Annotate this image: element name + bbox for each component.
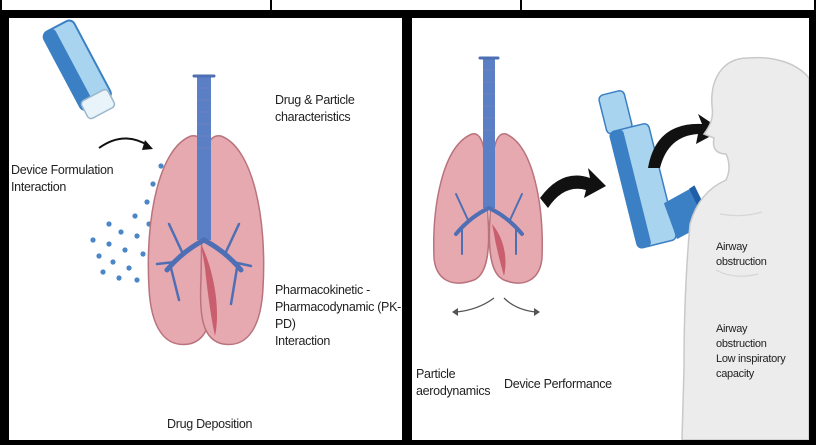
drug-deposition-panel: Device Formulation Interaction Drug & Pa… bbox=[9, 18, 402, 440]
black-arrow-icon bbox=[540, 168, 606, 208]
airway-obstruction-label: Airway obstruction bbox=[716, 240, 767, 270]
curved-arrow-icon bbox=[99, 138, 149, 148]
pkpd-interaction-label: Pharmacokinetic - Pharmacodynamic (PK-PD… bbox=[275, 282, 402, 350]
border-tick bbox=[0, 0, 2, 10]
device-performance-panel: Particle aerodynamics Device Performance… bbox=[412, 18, 809, 440]
left-panel-illustration bbox=[9, 18, 402, 440]
drug-particle-label: Drug & Particle characteristics bbox=[275, 92, 355, 126]
border-tick bbox=[270, 0, 272, 10]
airflow-right-arrow-icon bbox=[504, 298, 536, 312]
airflow-left-arrow-icon bbox=[456, 298, 494, 312]
device-formulation-label: Device Formulation Interaction bbox=[11, 162, 113, 196]
drug-deposition-label: Drug Deposition bbox=[167, 416, 252, 433]
border-tick bbox=[520, 0, 522, 10]
airway-obstruction-low-capacity-label: Airway obstruction Low inspiratory capac… bbox=[716, 322, 785, 382]
inhaler-icon bbox=[42, 18, 118, 120]
device-performance-label: Device Performance bbox=[504, 376, 612, 393]
particle-aerodynamics-label: Particle aerodynamics bbox=[416, 366, 490, 400]
